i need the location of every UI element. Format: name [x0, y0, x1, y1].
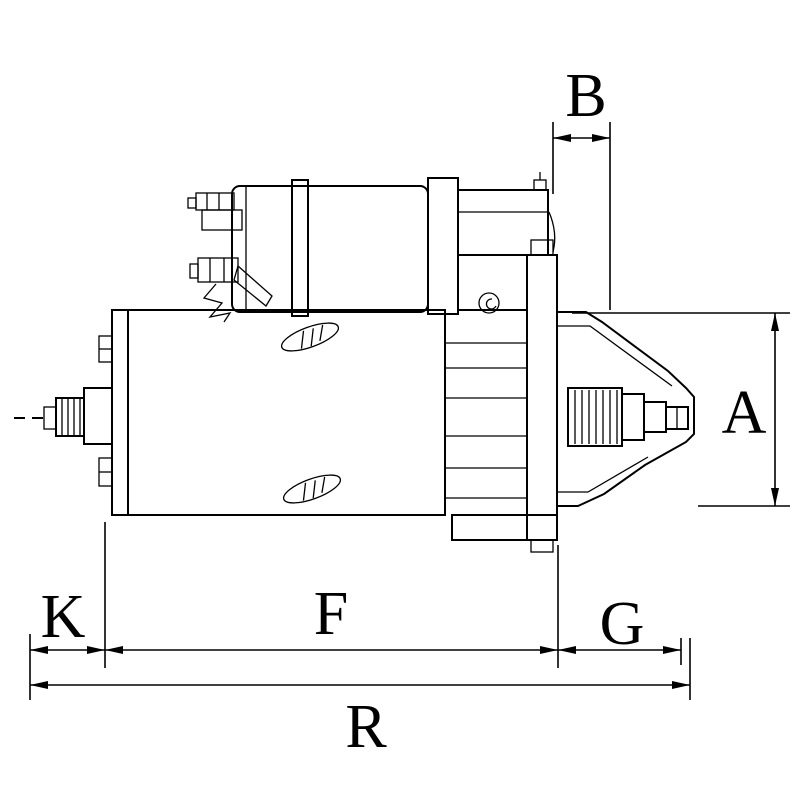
solenoid	[187, 172, 556, 323]
vent-slot-upper	[280, 322, 340, 352]
dimension-label-f: F	[314, 580, 348, 648]
solenoid-wire	[548, 211, 556, 253]
dimension-label-r: R	[345, 693, 387, 761]
rear-shaft	[14, 387, 113, 445]
mounting-flange	[526, 239, 558, 553]
vent-slot-lower	[282, 474, 342, 504]
drive-end-bracket	[556, 311, 695, 507]
starter-motor-view	[14, 172, 695, 553]
dimension-label-k: K	[41, 583, 86, 651]
pinion-spline	[567, 387, 623, 447]
screw-detail	[478, 292, 500, 314]
dimension-label-b: B	[565, 62, 606, 130]
motor-body	[98, 309, 446, 516]
dimension-a: A	[572, 312, 790, 507]
drive-housing	[445, 292, 558, 541]
dimension-label-g: G	[600, 590, 645, 658]
dimension-label-a: A	[722, 379, 767, 447]
dimension-bottom-group: K F G R	[29, 522, 691, 761]
terminal-stud-upper	[187, 192, 243, 231]
solenoid-clamp-band	[291, 179, 309, 317]
dimension-b: B	[552, 62, 611, 310]
terminal-stud-lower	[189, 257, 273, 323]
